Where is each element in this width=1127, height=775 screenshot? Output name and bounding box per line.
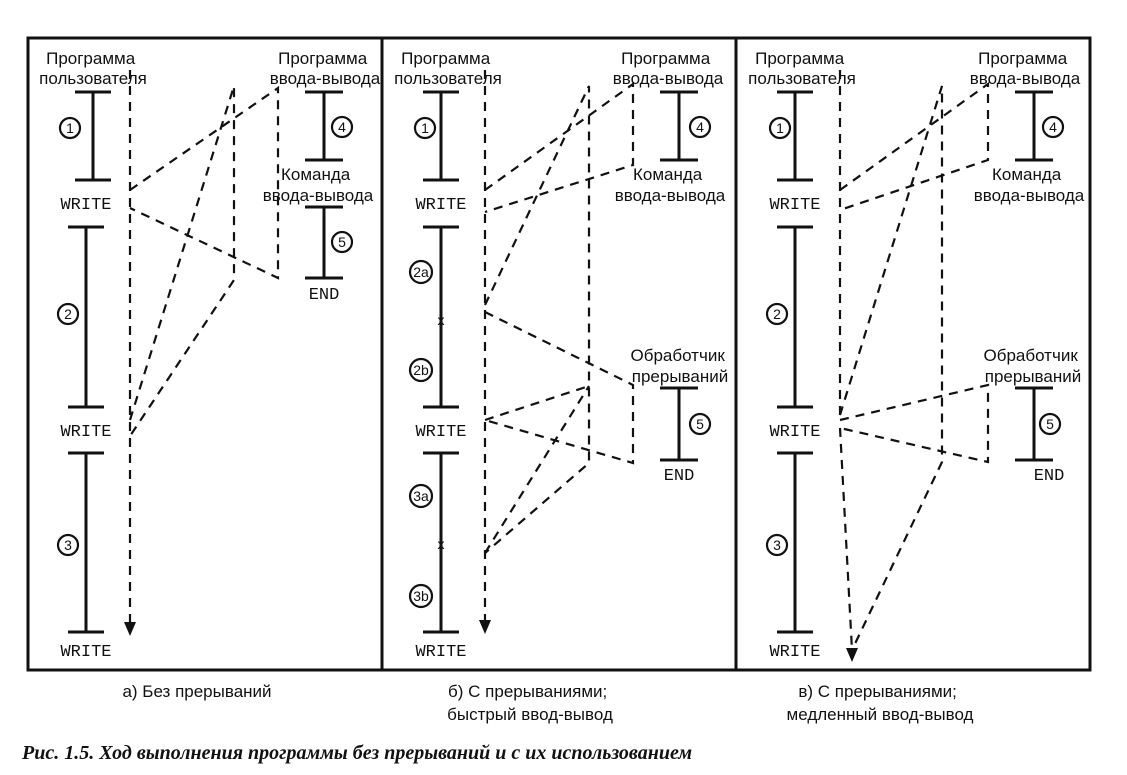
io-program-label: Программа ввода-вывода	[970, 49, 1081, 88]
io-program-label: Программа ввода-вывода	[613, 49, 724, 88]
write-label: WRITE	[415, 643, 466, 662]
execution-flow-path	[124, 70, 280, 636]
write-label: WRITE	[60, 643, 111, 662]
execution-flow-path	[838, 70, 990, 662]
segment-number: 1	[768, 116, 792, 140]
interrupt-mark: x	[438, 536, 445, 552]
segment-number: 3	[56, 533, 80, 557]
end-label: END	[664, 467, 695, 486]
execution-flow-path	[479, 70, 635, 634]
svg-text:2: 2	[773, 306, 781, 322]
user-program-label: Программа пользователя	[39, 49, 147, 88]
svg-text:5: 5	[338, 234, 346, 250]
panel-b-caption: б) С прерываниями; быстрый ввод-вывод	[447, 682, 613, 724]
user-program-label: Программа пользователя	[394, 49, 502, 88]
svg-text:1: 1	[776, 120, 784, 136]
svg-text:1: 1	[421, 120, 429, 136]
svg-text:5: 5	[1046, 416, 1054, 432]
end-label: END	[309, 286, 340, 305]
flow-arrowhead	[479, 620, 491, 634]
segment-number: 4	[330, 115, 354, 139]
svg-text:4: 4	[696, 119, 704, 135]
segment-number: 4	[1041, 115, 1065, 139]
svg-text:2a: 2a	[413, 264, 429, 280]
interrupt-handler-label: Обработчик прерываний	[984, 346, 1083, 386]
panel-a: Программа пользователя Программа ввода-в…	[39, 49, 381, 662]
svg-text:5: 5	[696, 416, 704, 432]
svg-text:3: 3	[64, 537, 72, 553]
svg-text:2: 2	[64, 306, 72, 322]
interrupt-mark: x	[438, 312, 445, 328]
segment-number: 2a	[408, 259, 434, 285]
write-label: WRITE	[415, 196, 466, 215]
segment-number: 3b	[408, 583, 434, 609]
io-command-label: Команда ввода-вывода	[263, 165, 374, 205]
svg-text:2b: 2b	[413, 362, 429, 378]
segment-number: 2	[56, 302, 80, 326]
segment-number: 5	[1038, 412, 1062, 436]
user-program-label: Программа пользователя	[748, 49, 856, 88]
panel-a-caption: а) Без прерываний	[122, 682, 271, 701]
svg-text:4: 4	[1049, 119, 1057, 135]
write-label: WRITE	[769, 196, 820, 215]
svg-text:3b: 3b	[413, 588, 429, 604]
segment-number: 2b	[408, 357, 434, 383]
write-label: WRITE	[60, 196, 111, 215]
panel-c-caption: в) С прерываниями; медленный ввод-вывод	[787, 682, 974, 724]
segment-number: 3a	[408, 483, 434, 509]
segment-number: 4	[688, 115, 712, 139]
io-program-label: Программа ввода-вывода	[270, 49, 381, 88]
diagram-frame	[26, 36, 1092, 672]
flow-arrowhead	[846, 648, 858, 662]
svg-text:1: 1	[66, 120, 74, 136]
segment-number: 1	[413, 116, 437, 140]
write-label: WRITE	[769, 643, 820, 662]
io-command-label: Команда ввода-вывода	[615, 165, 726, 205]
svg-text:4: 4	[338, 119, 346, 135]
segment-number: 1	[58, 116, 82, 140]
interrupt-handler-label: Обработчик прерываний	[631, 346, 730, 386]
svg-text:3a: 3a	[413, 488, 429, 504]
panel-b: Программа пользователя Программа ввода-в…	[394, 49, 730, 662]
flow-arrowhead	[124, 622, 136, 636]
svg-text:3: 3	[773, 537, 781, 553]
end-label: END	[1034, 467, 1065, 486]
segment-number: 2	[765, 302, 789, 326]
segment-number: 3	[765, 533, 789, 557]
segment-number: 5	[688, 412, 712, 436]
write-label: WRITE	[415, 423, 466, 442]
segment-number: 5	[330, 230, 354, 254]
write-label: WRITE	[769, 423, 820, 442]
write-label: WRITE	[60, 423, 111, 442]
figure-caption: Рис. 1.5. Ход выполнения программы без п…	[21, 742, 692, 764]
panel-c: Программа пользователя Программа ввода-в…	[748, 49, 1085, 662]
io-command-label: Команда ввода-вывода	[974, 165, 1085, 205]
